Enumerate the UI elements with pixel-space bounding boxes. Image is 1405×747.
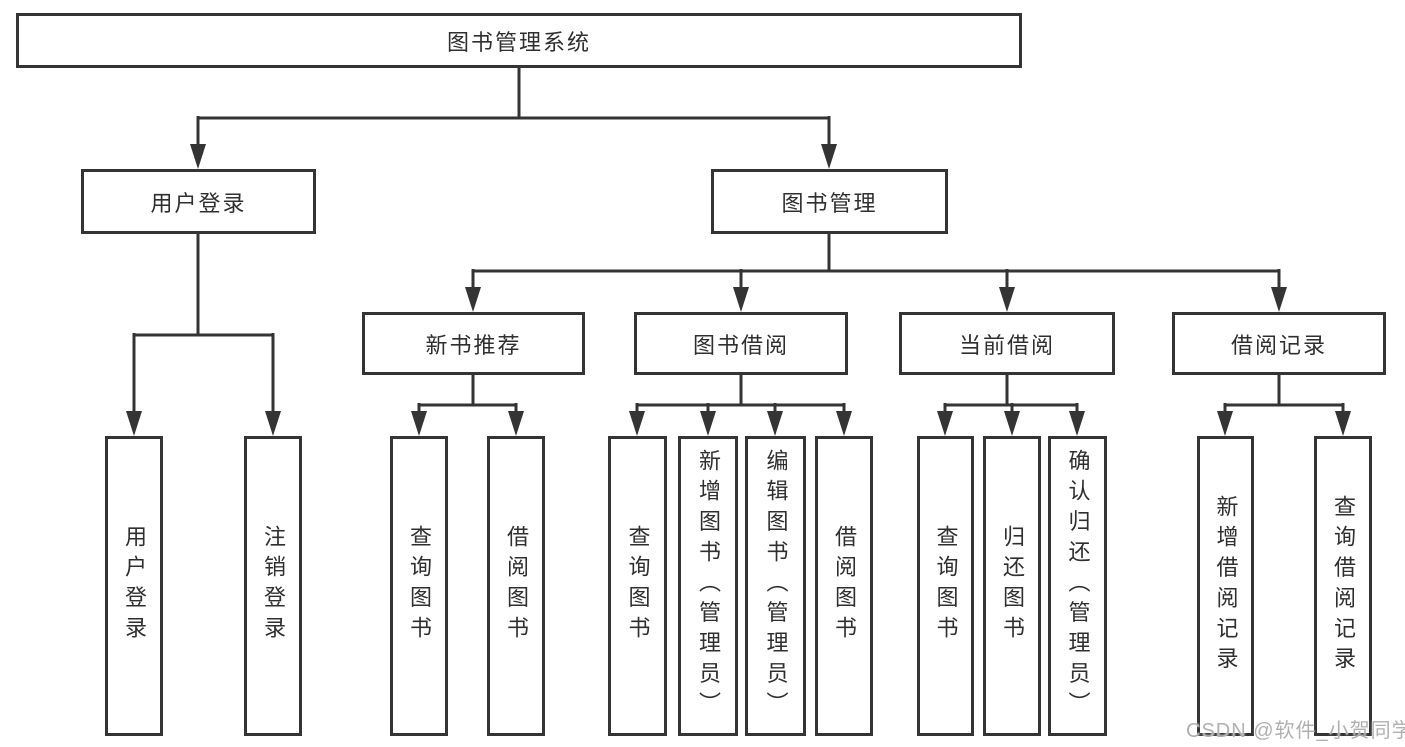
connector-root — [196, 68, 831, 148]
arrowhead — [836, 411, 852, 436]
arrowhead — [508, 411, 524, 436]
arrowhead — [821, 144, 837, 169]
leaf-br-add-record-label: 新增借阅记录 — [1213, 494, 1239, 678]
leaf-bb-edit-books-label: 编辑图书（管理员） — [763, 449, 789, 723]
node-book-borrow-label: 图书借阅 — [692, 332, 789, 358]
leaf-br-query-record-label: 查询借阅记录 — [1331, 494, 1356, 678]
leaf-br-add-record: 新增借阅记录 — [1197, 436, 1254, 736]
leaf-nbr-query-books: 查询图书 — [390, 436, 448, 736]
leaf-nbr-borrow-books: 借阅图书 — [487, 436, 545, 736]
connector-book-mgmt — [471, 234, 1281, 291]
arrowhead — [126, 411, 142, 436]
node-user-login: 用户登录 — [81, 169, 316, 234]
node-new-book-rec-label: 新书推荐 — [425, 332, 522, 358]
leaf-br-query-record: 查询借阅记录 — [1314, 436, 1372, 736]
arrowhead — [999, 287, 1015, 312]
connector-new-book-rec — [417, 375, 518, 415]
arrowhead — [767, 411, 783, 436]
arrowhead — [465, 287, 481, 312]
connector-current-borrow — [943, 375, 1079, 415]
leaf-logout-label: 注销登录 — [261, 525, 286, 647]
node-current-borrow: 当前借阅 — [899, 312, 1115, 375]
connector-book-borrow — [635, 375, 846, 415]
arrowhead — [733, 287, 749, 312]
leaf-nbr-query-books-label: 查询图书 — [407, 525, 432, 647]
leaf-bb-query-books-label: 查询图书 — [625, 525, 651, 647]
arrowhead — [265, 411, 281, 436]
leaf-bb-borrow-books: 借阅图书 — [815, 436, 873, 736]
arrowhead — [937, 411, 953, 436]
leaf-bb-add-books: 新增图书（管理员） — [678, 436, 738, 736]
arrowhead — [700, 411, 716, 436]
arrowhead — [411, 411, 427, 436]
watermark: CSDN @软件_小贺同学 — [1186, 720, 1405, 742]
node-book-borrow: 图书借阅 — [634, 312, 848, 375]
arrowhead — [1271, 287, 1287, 312]
leaf-cb-query-books: 查询图书 — [917, 436, 974, 736]
leaf-cb-confirm-return: 确认归还（管理员） — [1048, 436, 1107, 736]
node-user-login-label: 用户登录 — [150, 190, 247, 216]
leaf-logout: 注销登录 — [244, 436, 302, 736]
node-root: 图书管理系统 — [16, 13, 1022, 68]
arrowhead — [1069, 411, 1085, 436]
node-book-mgmt-label: 图书管理 — [781, 190, 878, 216]
node-new-book-rec: 新书推荐 — [362, 312, 585, 375]
leaf-cb-return-books: 归还图书 — [983, 436, 1041, 736]
node-borrow-records-label: 借阅记录 — [1230, 332, 1327, 358]
leaf-user-login-label: 用户登录 — [122, 525, 147, 647]
leaf-cb-query-books-label: 查询图书 — [933, 525, 959, 647]
arrowhead — [1217, 411, 1233, 436]
leaf-user-login: 用户登录 — [105, 436, 163, 736]
node-borrow-records: 借阅记录 — [1172, 312, 1386, 375]
leaf-bb-borrow-books-label: 借阅图书 — [832, 525, 857, 647]
leaf-bb-query-books: 查询图书 — [608, 436, 667, 736]
leaf-cb-confirm-return-label: 确认归还（管理员） — [1065, 449, 1091, 723]
connector-borrow-records — [1223, 375, 1345, 415]
connector-user-login — [132, 234, 275, 415]
arrowhead — [190, 144, 206, 169]
leaf-bb-edit-books: 编辑图书（管理员） — [745, 436, 806, 736]
arrowhead — [1335, 411, 1351, 436]
arrowhead — [629, 411, 645, 436]
node-root-label: 图书管理系统 — [446, 29, 591, 55]
node-current-borrow-label: 当前借阅 — [958, 332, 1055, 358]
leaf-cb-return-books-label: 归还图书 — [1000, 525, 1025, 647]
leaf-bb-add-books-label: 新增图书（管理员） — [696, 449, 721, 723]
leaf-nbr-borrow-books-label: 借阅图书 — [504, 525, 529, 647]
arrowhead — [1004, 411, 1020, 436]
node-book-mgmt: 图书管理 — [711, 169, 948, 234]
